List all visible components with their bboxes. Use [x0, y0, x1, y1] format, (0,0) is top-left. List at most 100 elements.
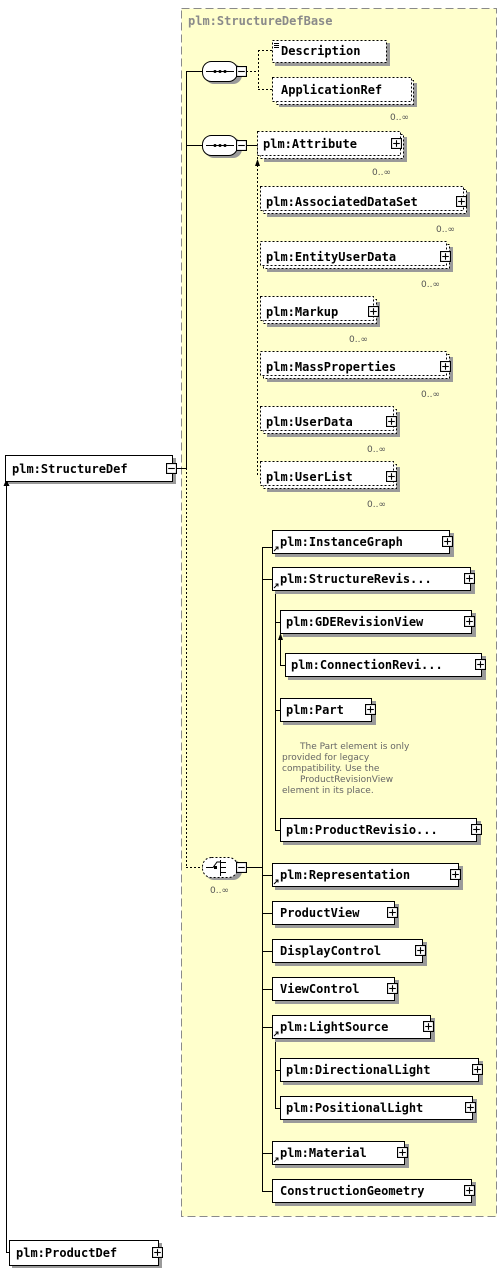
svg-text:plm:DirectionalLight: plm:DirectionalLight [286, 1063, 431, 1077]
svg-text:compatibility. Use the: compatibility. Use the [282, 764, 380, 774]
element-description[interactable]: Description [272, 40, 391, 67]
expand-icon[interactable] [450, 869, 461, 880]
expand-icon[interactable] [475, 659, 486, 670]
expand-icon[interactable] [456, 196, 467, 207]
svg-text:0..∞: 0..∞ [349, 335, 368, 345]
sequence-compositor[interactable] [202, 61, 247, 85]
element-gderevisionview[interactable]: plm:GDERevisionView [280, 610, 477, 638]
svg-text:plm:Material: plm:Material [280, 1146, 367, 1160]
expand-icon[interactable] [387, 983, 398, 994]
sequence-compositor[interactable] [202, 135, 247, 159]
element-applicationref[interactable]: ApplicationRef 0..∞ [272, 77, 418, 124]
element-productrevision[interactable]: plm:ProductRevisio... [280, 818, 482, 846]
element-associateddataset[interactable]: plm:AssociatedDataSet 0..∞ [260, 186, 471, 236]
svg-text:plm:Markup: plm:Markup [266, 305, 338, 319]
element-connectionrevision[interactable]: plm:ConnectionRevi... [285, 653, 487, 681]
expand-icon[interactable] [368, 306, 379, 317]
element-constructiongeometry[interactable]: ConstructionGeometry [272, 1179, 477, 1207]
expand-icon[interactable] [386, 471, 397, 482]
element-displaycontrol[interactable]: DisplayControl [272, 939, 428, 967]
expand-icon[interactable] [471, 824, 482, 835]
expand-icon[interactable] [464, 573, 475, 584]
derivation-arrow [3, 479, 10, 486]
expand-icon[interactable] [423, 1021, 434, 1032]
expand-icon[interactable] [415, 945, 426, 956]
element-instancegraph[interactable]: plm:InstanceGraph [272, 530, 455, 558]
svg-text:plm:UserData: plm:UserData [266, 415, 353, 429]
svg-text:plm:GDERevisionView: plm:GDERevisionView [286, 615, 424, 629]
root-element[interactable]: plm:StructureDef [5, 455, 177, 485]
svg-text:ConstructionGeometry: ConstructionGeometry [280, 1184, 425, 1198]
element-viewcontrol[interactable]: ViewControl [272, 977, 400, 1005]
svg-text:plm:PositionalLight: plm:PositionalLight [286, 1101, 423, 1115]
svg-text:ProductRevisionView: ProductRevisionView [300, 775, 393, 785]
svg-text:plm:Attribute: plm:Attribute [263, 137, 357, 151]
substitution-arrow [278, 633, 283, 640]
svg-text:ViewControl: ViewControl [280, 982, 359, 996]
svg-text:plm:ConnectionRevi...: plm:ConnectionRevi... [291, 658, 443, 672]
svg-text:element in its place.: element in its place. [282, 786, 374, 796]
collapse-icon[interactable] [236, 140, 247, 151]
group-title: plm:StructureDefBase [188, 14, 333, 28]
element-directionallight[interactable]: plm:DirectionalLight [280, 1058, 484, 1086]
expand-icon[interactable] [465, 1102, 476, 1113]
root-label: plm:StructureDef [12, 462, 128, 476]
svg-text:0..∞: 0..∞ [367, 500, 386, 510]
element-material[interactable]: plm:Material [272, 1141, 410, 1169]
cardinality: 0..∞ [210, 886, 229, 896]
element-productview[interactable]: ProductView [272, 901, 400, 929]
svg-text:0..∞: 0..∞ [421, 280, 440, 290]
element-structurerevision[interactable]: plm:StructureRevis... [272, 567, 476, 595]
substitution-arrow [255, 159, 260, 166]
expand-icon[interactable] [387, 907, 398, 918]
svg-text:DisplayControl: DisplayControl [280, 944, 381, 958]
expand-icon[interactable] [365, 704, 376, 715]
svg-text:0..∞: 0..∞ [436, 225, 455, 235]
expand-icon[interactable] [464, 1185, 475, 1196]
svg-text:plm:Representation: plm:Representation [280, 868, 410, 882]
svg-text:plm:InstanceGraph: plm:InstanceGraph [280, 535, 403, 549]
element-entityuserdata[interactable]: plm:EntityUserData 0..∞ [260, 241, 454, 291]
svg-text:plm:LightSource: plm:LightSource [280, 1020, 388, 1034]
element-positionallight[interactable]: plm:PositionalLight [280, 1096, 478, 1124]
expand-icon[interactable] [152, 1247, 163, 1258]
collapse-icon[interactable] [166, 463, 177, 474]
svg-text:plm:EntityUserData: plm:EntityUserData [266, 250, 396, 264]
part-annotation: The Part element is only provided for le… [282, 742, 410, 796]
svg-text:0..∞: 0..∞ [390, 113, 409, 123]
expand-icon[interactable] [397, 1147, 408, 1158]
svg-text:plm:ProductDef: plm:ProductDef [16, 1246, 117, 1260]
element-part[interactable]: plm:Part [280, 698, 377, 726]
svg-text:plm:UserList: plm:UserList [266, 470, 353, 484]
element-userlist[interactable]: plm:UserList 0..∞ [260, 461, 401, 511]
choice-compositor[interactable]: 0..∞ [202, 857, 247, 897]
expand-icon[interactable] [442, 536, 453, 547]
element-productdef[interactable]: plm:ProductDef [9, 1240, 163, 1269]
svg-text:provided for legacy: provided for legacy [282, 753, 370, 763]
element-lightsource[interactable]: plm:LightSource [272, 1015, 436, 1043]
svg-text:0..∞: 0..∞ [372, 168, 391, 178]
svg-text:0..∞: 0..∞ [367, 445, 386, 455]
element-attribute[interactable]: plm:Attribute 0..∞ [257, 131, 408, 179]
expand-icon[interactable] [440, 251, 451, 262]
svg-text:plm:Part: plm:Part [286, 703, 344, 717]
connector-lines [6, 50, 285, 1253]
expand-icon[interactable] [464, 616, 475, 627]
svg-text:Description: Description [281, 44, 360, 58]
collapse-icon[interactable] [236, 66, 247, 77]
svg-text:The Part element is only: The Part element is only [299, 742, 410, 752]
expand-icon[interactable] [472, 1064, 483, 1075]
svg-text:plm:StructureRevis...: plm:StructureRevis... [280, 572, 432, 586]
collapse-icon[interactable] [236, 862, 247, 873]
expand-icon[interactable] [440, 361, 451, 372]
svg-text:ApplicationRef: ApplicationRef [281, 83, 382, 97]
element-representation[interactable]: plm:Representation [272, 863, 464, 891]
svg-text:plm:MassProperties: plm:MassProperties [266, 360, 396, 374]
expand-icon[interactable] [391, 138, 402, 149]
svg-text:ProductView: ProductView [280, 906, 360, 920]
element-userdata[interactable]: plm:UserData 0..∞ [260, 406, 401, 456]
element-massproperties[interactable]: plm:MassProperties 0..∞ [260, 351, 454, 401]
element-markup[interactable]: plm:Markup 0..∞ [260, 296, 381, 346]
expand-icon[interactable] [386, 416, 397, 427]
